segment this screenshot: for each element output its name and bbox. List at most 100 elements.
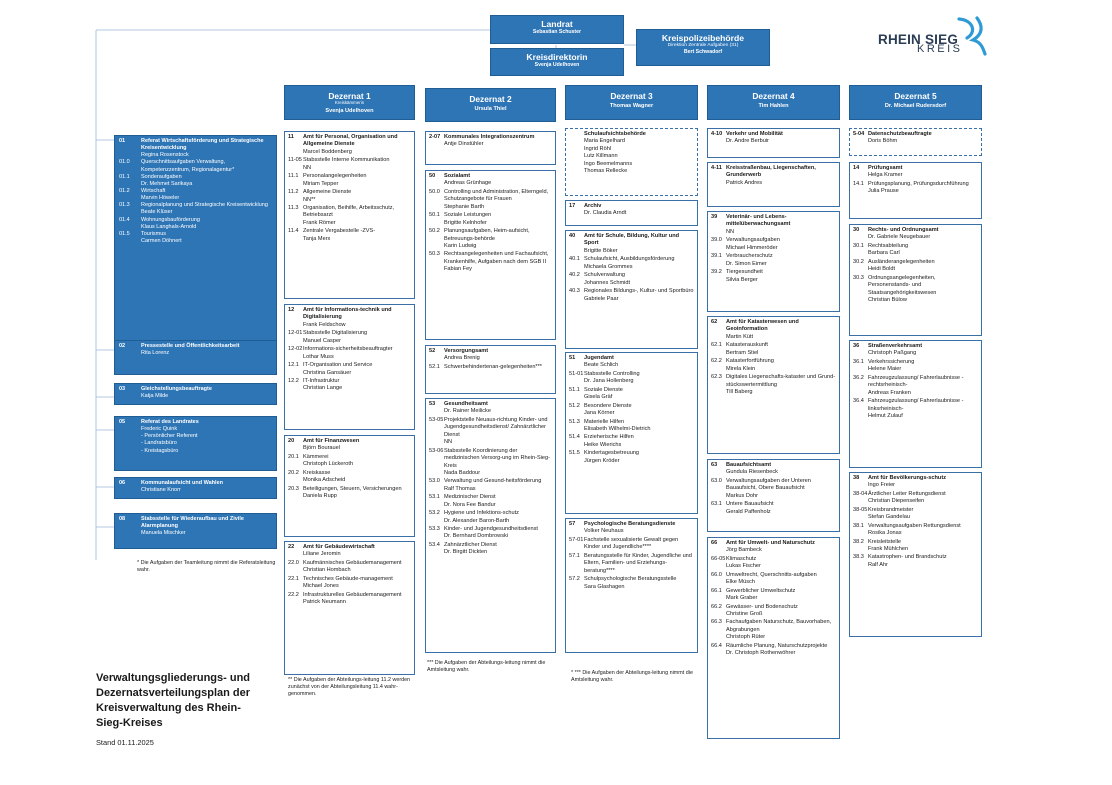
unit-text: Christiane Knorr	[141, 487, 181, 494]
abteilung-code: 20.2	[288, 469, 299, 476]
unit-text: Pressestelle und Öffentlichkeitsarbeit	[141, 343, 240, 349]
amt-code: 38	[853, 475, 860, 481]
abteilung-code: 51.5	[569, 450, 580, 457]
unit-text: - Landratsbüro	[141, 440, 177, 447]
unit-code: 01.2	[119, 187, 130, 194]
kreispolizei-box: Kreispolizeibehörde Direktion Zentrale A…	[636, 29, 770, 66]
unit-code: 01.0	[119, 159, 130, 166]
abteilung-name: Fachstelle sexualisierte Gewalt gegen Ki…	[584, 536, 679, 551]
abteilung-name: Fahrzeugzulassung/ Fahrerlaubnisse -link…	[868, 398, 964, 412]
abteilung-code: 30.1	[853, 242, 864, 249]
unit-text: Tourismus	[141, 230, 167, 237]
abteilung-person: Christian Diepenseifen	[868, 498, 925, 505]
abteilung-text: Ordnungsangelegenheiten, Personenstands-…	[868, 275, 978, 305]
abteilung-code: 11.4	[288, 228, 299, 235]
abteilung-person: Dr. Nora Fee Bandur	[444, 501, 496, 508]
dezernat-title: Dezernat 4	[752, 91, 795, 101]
dezernat-name: Ursula Thiel	[474, 106, 507, 112]
amt-code: 50	[429, 173, 436, 179]
abteilung-name: Umweltrecht, Querschnitts-aufgaben	[726, 571, 817, 578]
abteilung-code: 50.0	[429, 188, 440, 195]
abteilung-person: Dr. Jana Hollenberg	[584, 378, 634, 385]
abteilung-code: 40.1	[569, 256, 580, 263]
amt-title: Kommunales Integrationszentrum	[444, 134, 535, 140]
abteilung-code: 50.2	[429, 228, 440, 235]
abteilung-code: 12.2	[288, 377, 299, 384]
dezernat-sub: Kreiskämmerin	[334, 100, 365, 105]
stabsstelle-row: 02 Pressestelle und Öffentlichkeitsarbeit	[119, 343, 272, 350]
amt-person: Beate Schlich	[584, 362, 619, 369]
amt-person: Marcel Boddenberg	[303, 148, 352, 155]
amt-person: Ingo Freier	[868, 482, 896, 489]
left-footnote: * Die Aufgaben der Teamleitung nimmt die…	[137, 560, 276, 574]
abteilung-person: NN	[303, 164, 312, 171]
abteilung-code: 66.3	[711, 619, 722, 626]
amt-person: Ingo Beemelmanns	[584, 160, 633, 167]
unit-text: Stabsstelle für Wiederaufbau und Zivile …	[141, 516, 244, 530]
abteilung-text: Controlling und Administration, Elternge…	[444, 189, 552, 211]
abteilung-name: Katasterauskunft	[726, 342, 768, 349]
abteilung-code: 51.3	[569, 418, 580, 425]
stabsstelle-row: - Landratsbüro	[119, 440, 272, 447]
stabsstelle-row: Beate Klüser	[119, 209, 272, 216]
abteilung-code: 53.2	[429, 510, 440, 517]
abteilung-code: 66.1	[711, 587, 722, 594]
abteilung-code: 22.1	[288, 575, 299, 582]
amt-title: Amt für Schule, Bildung, Kultur und Spor…	[584, 233, 680, 247]
amt-person: Gundula Riesenbeck	[726, 469, 778, 476]
abteilung-code: 39.2	[711, 269, 722, 276]
abteilung-code: 39.1	[711, 253, 722, 260]
amt-title: Amt für Katasterwesen und Geoinformation	[726, 319, 799, 333]
abteilung-code: 53.3	[429, 526, 440, 532]
abteilung-name: Rechtsangelegenheiten und Fachaufsicht, …	[444, 251, 549, 265]
abteilung-person: Heidi Boldt	[868, 266, 896, 273]
abteilung-text: Regionales Bildungs-, Kultur- und Sportb…	[584, 288, 694, 303]
abteilung-code: 66.4	[711, 642, 722, 649]
abteilung-code: 51.2	[569, 402, 580, 409]
abteilung-person: Manuel Casper	[303, 337, 341, 344]
abteilung-name: Technisches Gebäude-management	[303, 575, 393, 582]
abteilung-person: Nada Baddour	[444, 469, 481, 476]
abteilung-name: Prüfungsplanung, Prüfungsdurchführung	[868, 180, 969, 187]
stabsstelle-row: Dr. Mehmet Sarikaya	[119, 181, 272, 188]
unit-code: 02	[119, 343, 126, 349]
amt-code: 22	[288, 544, 295, 550]
abteilung-row: 50.0 Controlling und Administration, Elte…	[429, 189, 552, 211]
abteilung-text: Schwerbehindertenan-gelegenheiten***	[444, 364, 552, 371]
dezernat-name: Svenja Udelhoven	[325, 107, 374, 114]
abteilung-person: Ralf Thomas	[444, 485, 476, 492]
abteilung-code: 51-01	[569, 370, 584, 377]
stabsstelle-row: - Kreistagsbüro	[119, 448, 272, 455]
abteilung-code: 57.2	[569, 576, 580, 583]
unit-code	[119, 224, 141, 231]
